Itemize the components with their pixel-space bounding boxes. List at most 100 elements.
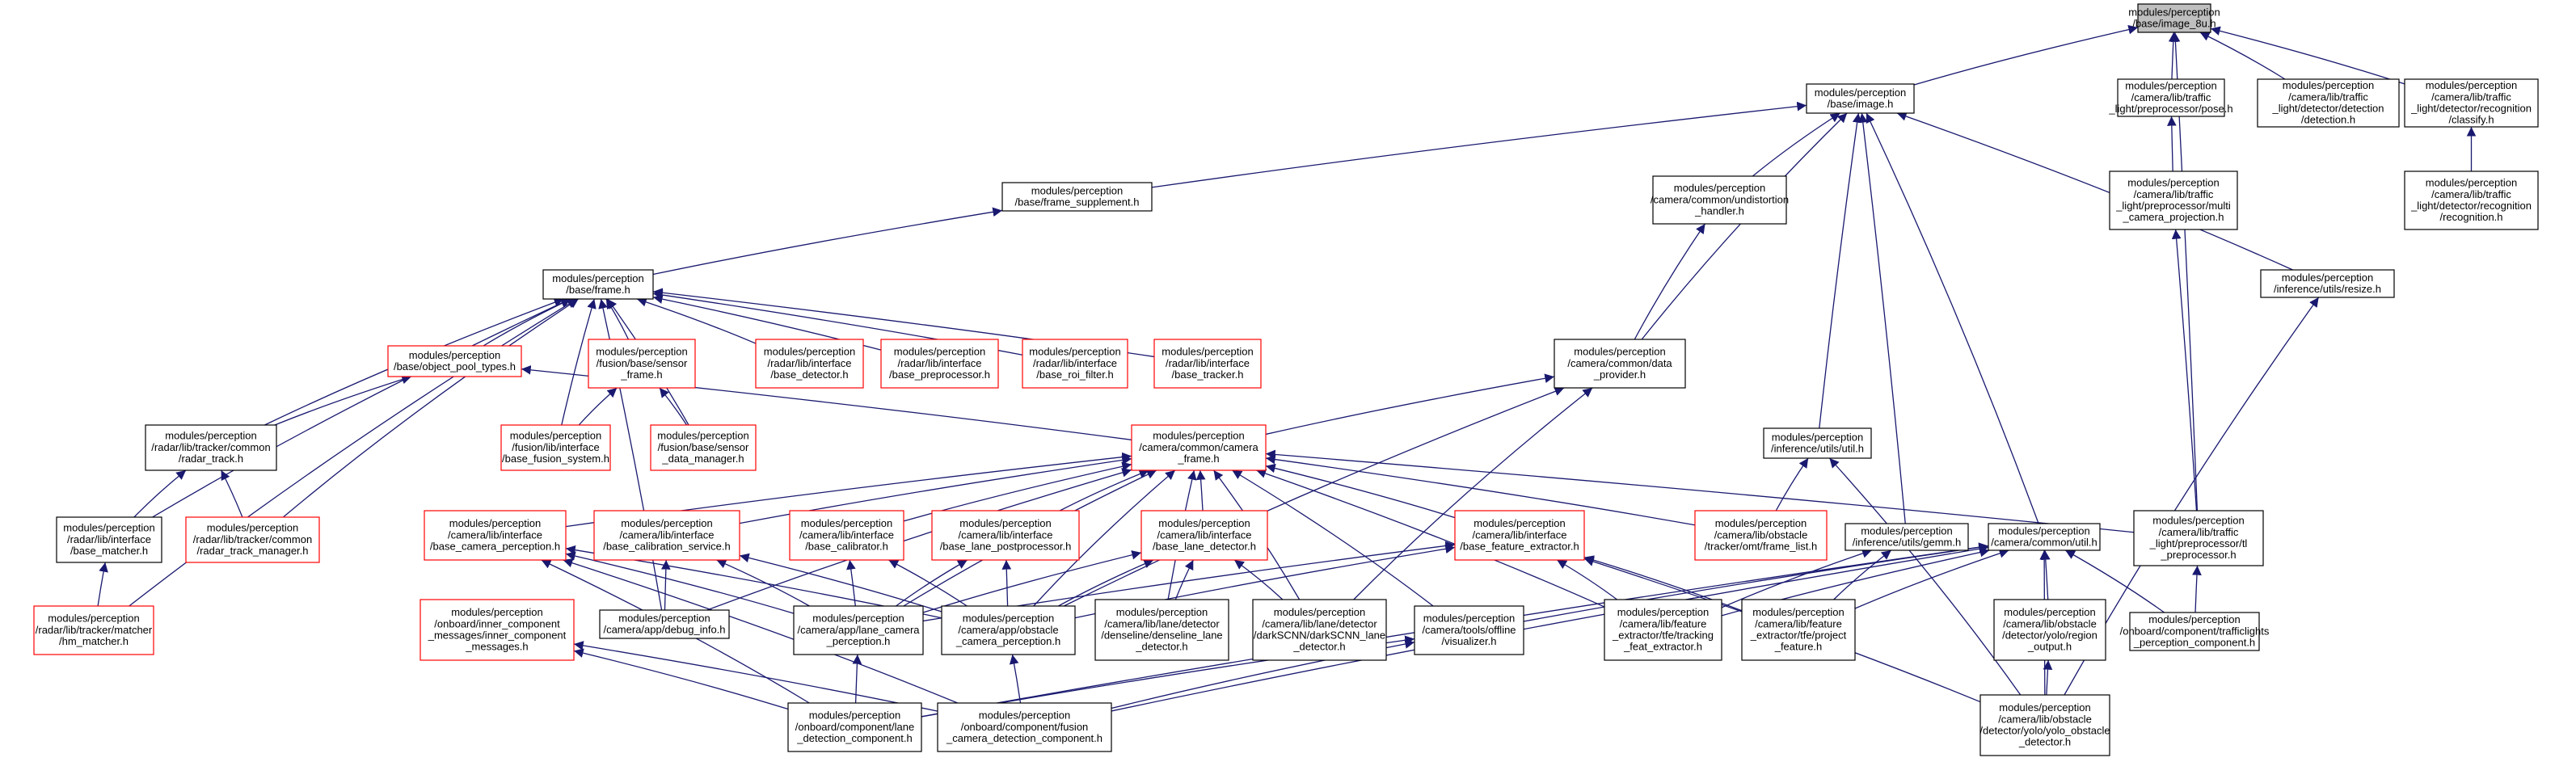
edge-sensor_data_manager-to-fusion_sensor_frame (659, 387, 688, 426)
node-label-darkscnn-line-0: modules/perception (1274, 606, 1365, 618)
node-recognition[interactable]: modules/perception/camera/lib/traffic_li… (2404, 171, 2539, 230)
node-label-base_detector-line-1: /radar/lib/interface (767, 357, 851, 369)
node-label-multicam-line-1: /camera/lib/traffic (2134, 188, 2214, 200)
edge-fusion_sensor_frame-to-frame (605, 298, 630, 340)
node-base_preprocessor[interactable]: modules/perception/radar/lib/interface/b… (880, 339, 999, 389)
node-label-recognition-line-3: /recognition.h (2439, 211, 2502, 223)
node-obstacle_camera_perception[interactable]: modules/perception/camera/app/obstacle_c… (941, 605, 1076, 655)
edge-undistortion-to-image (1752, 112, 1840, 177)
node-tracking_feat[interactable]: modules/perception/camera/lib/feature_ex… (1604, 599, 1722, 661)
edge-common_util-to-image (1866, 112, 2039, 524)
node-box-hm_matcher (33, 605, 154, 655)
node-label-lane_detection_component-line-2: _detection_component.h (796, 732, 912, 744)
node-base_tracker[interactable]: modules/perception/radar/lib/interface/b… (1153, 339, 1262, 389)
edge-base_lane_detector-to-camera_frame (1195, 469, 1206, 512)
node-tl_preprocessor[interactable]: modules/perception/camera/lib/traffic_li… (2133, 510, 2264, 566)
node-label-lane_camera_perception-line-0: modules/perception (812, 613, 904, 625)
node-label-multicam-line-3: _camera_projection.h (2122, 211, 2224, 223)
node-image8u[interactable]: modules/perception/base/image_8u.h (2128, 3, 2220, 33)
node-label-debug_info-line-0: modules/perception (618, 612, 710, 624)
node-radar_track[interactable]: modules/perception/radar/lib/tracker/com… (145, 424, 277, 471)
node-box-image (1806, 83, 1915, 114)
node-visualizer[interactable]: modules/perception/camera/tools/offline/… (1414, 605, 1524, 655)
node-label-visualizer-line-1: /camera/tools/offline (1422, 624, 1516, 636)
node-resize[interactable]: modules/perception/inference/utils/resiz… (2260, 269, 2395, 298)
node-base_detector[interactable]: modules/perception/radar/lib/interface/b… (755, 339, 864, 389)
node-frame_list[interactable]: modules/perception/camera/lib/obstacle/t… (1694, 510, 1828, 561)
node-label-fusion_system-line-1: /fusion/lib/interface (512, 441, 599, 453)
node-base_roi_filter[interactable]: modules/perception/radar/lib/interface/b… (1022, 339, 1128, 389)
node-darkscnn[interactable]: modules/perception/camera/lib/lane/detec… (1252, 599, 1387, 661)
node-label-radar_track-line-0: modules/perception (165, 430, 256, 442)
node-pose[interactable]: modules/perception/camera/lib/traffic_li… (2108, 78, 2233, 117)
node-lane_camera_perception[interactable]: modules/perception/camera/app/lane_camer… (793, 605, 924, 655)
file-nodes: modules/perception/base/image_8u.hmodule… (33, 3, 2539, 756)
node-trafficlights[interactable]: modules/perception/onboard/component/tra… (2120, 612, 2270, 651)
node-project_feature[interactable]: modules/perception/camera/lib/feature_ex… (1741, 599, 1856, 661)
edge-tracking_feat-to-gemm (1721, 549, 1872, 608)
node-denseline[interactable]: modules/perception/camera/lib/lane/detec… (1094, 599, 1229, 661)
node-label-object_pool-line-0: modules/perception (409, 349, 500, 361)
node-label-darkscnn-line-3: _detector.h (1292, 641, 1345, 653)
edge-lane_camera_perception-to-base_camera_perception (565, 551, 795, 614)
node-base_matcher[interactable]: modules/perception/radar/lib/interface/b… (56, 516, 162, 563)
node-base_lane_postprocessor[interactable]: modules/perception/camera/lib/interface/… (931, 510, 1080, 561)
node-base_camera_perception[interactable]: modules/perception/camera/lib/interface/… (424, 510, 567, 561)
node-label-base_feature_extractor-line-0: modules/perception (1474, 517, 1565, 529)
node-box-base_calibrator (789, 510, 904, 561)
node-label-debug_info-line-1: /camera/app/debug_info.h (603, 624, 725, 636)
edge-hm_matcher-to-base_matcher (97, 562, 108, 607)
edge-trafficlights-to-common_util (2064, 549, 2165, 613)
node-frame[interactable]: modules/perception/base/frame.h (542, 269, 654, 300)
node-common_util[interactable]: modules/perception/camera/common/util.h (1988, 523, 2101, 551)
node-camera_frame[interactable]: modules/perception/camera/common/camera_… (1131, 424, 1267, 471)
node-debug_info[interactable]: modules/perception/camera/app/debug_info… (599, 609, 730, 639)
edge-base_lane_postprocessor-to-camera_frame (1059, 469, 1149, 512)
node-label-base_calibration_service-line-1: /camera/lib/interface (619, 528, 714, 541)
node-label-object_pool-line-1: /base/object_pool_types.h (394, 360, 516, 373)
node-undistortion[interactable]: modules/perception/camera/common/undisto… (1651, 175, 1789, 225)
node-base_calibrator[interactable]: modules/perception/camera/lib/interface/… (789, 510, 904, 561)
node-fusion_sensor_frame[interactable]: modules/perception/fusion/base/sensor_fr… (588, 339, 696, 389)
node-base_lane_detector[interactable]: modules/perception/camera/lib/interface/… (1140, 510, 1268, 561)
node-label-recognition-line-1: /camera/lib/traffic (2431, 188, 2511, 200)
edge-visualizer-to-camera_frame (1232, 469, 1434, 607)
node-infer_util[interactable]: modules/perception/inference/utils/util.… (1763, 427, 1872, 459)
node-box-inner_component (419, 599, 575, 661)
node-gemm[interactable]: modules/perception/inference/utils/gemm.… (1845, 523, 1969, 551)
node-multicam[interactable]: modules/perception/camera/lib/traffic_li… (2109, 171, 2238, 230)
node-label-project_feature-line-3: _feature.h (1774, 641, 1823, 653)
node-hm_matcher[interactable]: modules/perception/radar/lib/tracker/mat… (33, 605, 154, 655)
node-sensor_data_manager[interactable]: modules/perception/fusion/base/sensor_da… (650, 424, 757, 471)
node-label-denseline-line-1: /camera/lib/lane/detector (1104, 617, 1220, 629)
node-data_provider[interactable]: modules/perception/camera/common/data_pr… (1554, 339, 1686, 389)
node-label-region_output-line-1: /camera/lib/obstacle (2003, 617, 2097, 629)
node-label-denseline-line-0: modules/perception (1116, 606, 1208, 618)
node-label-detection-line-3: /detection.h (2301, 114, 2355, 126)
node-label-base_calibration_service-line-0: modules/perception (621, 517, 712, 529)
node-image[interactable]: modules/perception/base/image.h (1806, 83, 1915, 114)
node-label-project_feature-line-0: modules/perception (1752, 606, 1844, 618)
node-yolo_obstacle[interactable]: modules/perception/camera/lib/obstacle/d… (1979, 694, 2110, 756)
node-label-base_preprocessor-line-0: modules/perception (894, 346, 985, 358)
node-radar_track_manager[interactable]: modules/perception/radar/lib/tracker/com… (185, 516, 320, 563)
node-inner_component[interactable]: modules/perception/onboard/inner_compone… (419, 599, 575, 661)
node-box-darkscnn (1252, 599, 1387, 661)
node-label-base_matcher-line-1: /radar/lib/interface (67, 533, 151, 545)
node-label-base_calibrator-line-0: modules/perception (801, 517, 892, 529)
node-box-fusion_camera_detection (937, 702, 1112, 752)
node-label-sensor_data_manager-line-2: _data_manager.h (661, 453, 744, 465)
node-fusion_camera_detection[interactable]: modules/perception/onboard/component/fus… (937, 702, 1112, 752)
node-object_pool[interactable]: modules/perception/base/object_pool_type… (387, 345, 522, 377)
node-base_calibration_service[interactable]: modules/perception/camera/lib/interface/… (593, 510, 740, 561)
node-label-image8u-line-0: modules/perception (2128, 6, 2220, 18)
node-base_feature_extractor[interactable]: modules/perception/camera/lib/interface/… (1454, 510, 1585, 561)
node-lane_detection_component[interactable]: modules/perception/onboard/component/lan… (787, 702, 922, 752)
node-detection[interactable]: modules/perception/camera/lib/traffic_li… (2257, 78, 2400, 128)
node-classify[interactable]: modules/perception/camera/lib/traffic_li… (2404, 78, 2539, 128)
node-label-pose-line-1: /camera/lib/traffic (2131, 91, 2211, 103)
node-region_output[interactable]: modules/perception/camera/lib/obstacle/d… (1993, 599, 2106, 661)
node-fusion_system[interactable]: modules/perception/fusion/lib/interface/… (500, 424, 611, 471)
node-frame_supplement[interactable]: modules/perception/base/frame_supplement… (1001, 182, 1153, 212)
